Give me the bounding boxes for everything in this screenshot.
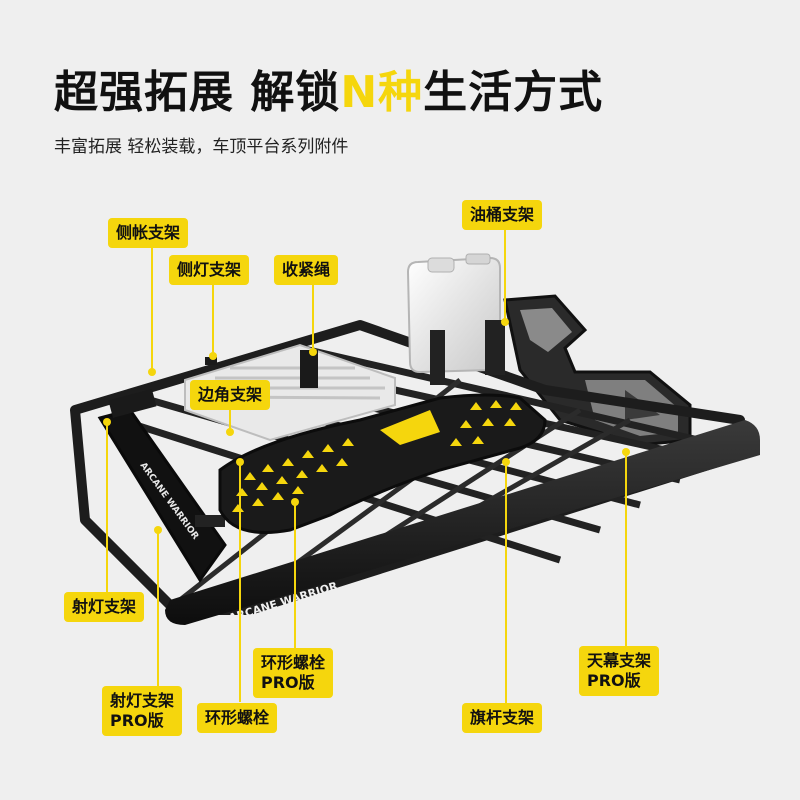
label-flagpole-mount: 旗杆支架: [462, 703, 543, 733]
headline-accent: N种: [340, 67, 424, 118]
headline-part1: 超强拓展 解锁: [54, 67, 341, 118]
headline: 超强拓展 解锁N种生活方式: [54, 56, 603, 120]
label-fuel-can-mount: 油桶支架: [462, 200, 543, 230]
label-canopy-pro-line1: 天幕支架: [587, 651, 652, 670]
label-spotlight-mount-pro: 射灯支架 PRO版: [102, 686, 183, 736]
headline-part2: 生活方式: [423, 67, 604, 118]
label-side-light-mount: 侧灯支架: [169, 255, 250, 285]
label-corner-bracket: 边角支架: [190, 380, 271, 410]
label-strap: 收紧绳: [274, 255, 339, 285]
label-canopy-pro-line2: PRO版: [587, 671, 641, 690]
label-side-awning-mount: 侧帐支架: [108, 218, 189, 248]
label-ring-bolt: 环形螺栓: [197, 703, 278, 733]
white-board-stack: [184, 343, 396, 442]
label-ring-bolt-pro: 环形螺栓 PRO版: [253, 648, 334, 698]
label-canopy-mount-pro: 天幕支架 PRO版: [579, 646, 660, 696]
label-ring-bolt-pro-line1: 环形螺栓: [261, 653, 326, 672]
leader-lines: [106, 226, 627, 703]
label-ring-bolt-pro-line2: PRO版: [261, 673, 315, 692]
label-spotlight-pro-line2: PRO版: [110, 711, 164, 730]
label-spotlight-pro-line1: 射灯支架: [110, 691, 175, 710]
subheadline: 丰富拓展 轻松装载，车顶平台系列附件: [54, 137, 349, 157]
fuel-can: [406, 253, 505, 385]
label-spotlight-mount: 射灯支架: [64, 592, 145, 622]
leader-dots: [103, 318, 630, 534]
